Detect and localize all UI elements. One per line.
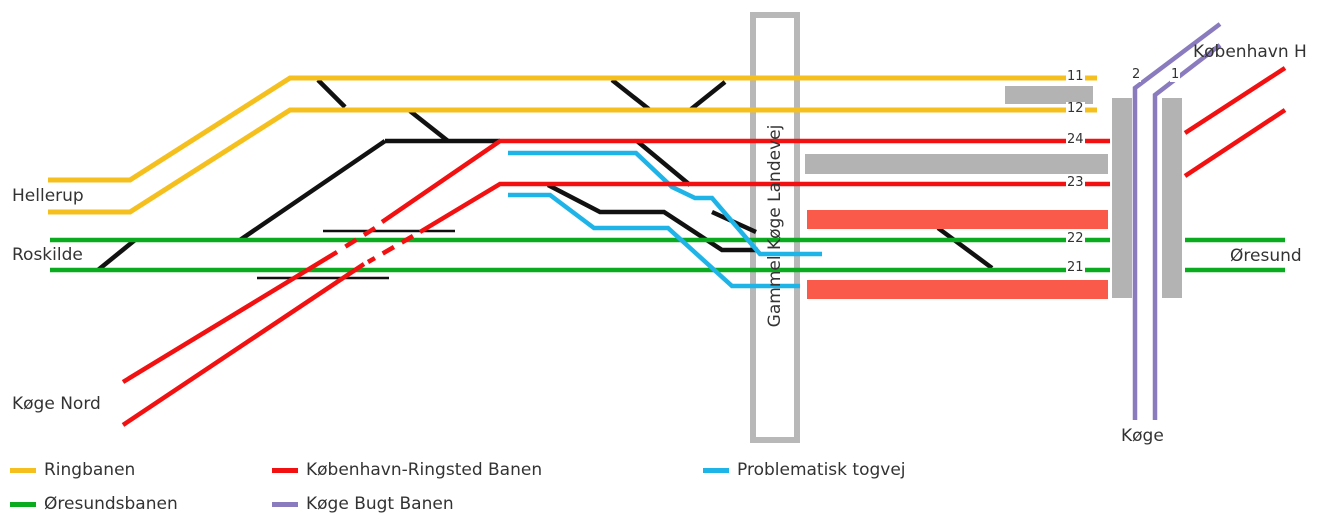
red-track [121, 250, 339, 384]
platform [805, 154, 1108, 174]
place-kobenhavn-h: København H [1193, 42, 1307, 62]
legend-label: Ringbanen [44, 460, 136, 480]
black-track [546, 183, 758, 253]
black-track [316, 78, 347, 109]
track-number-11: 11 [1066, 69, 1085, 84]
place-roskilde: Roskilde [12, 245, 83, 265]
legend-swatch [703, 467, 729, 473]
red-track [338, 226, 377, 252]
red-east-upper [1183, 66, 1287, 135]
koge-bugt-tracks [1132, 22, 1222, 420]
red-track [121, 262, 366, 427]
red-track [418, 181, 1110, 234]
black-track [635, 139, 692, 187]
legend-label: Problematisk togvej [737, 460, 906, 480]
legend-item-koge-bugt: Køge Bugt Banen [272, 494, 454, 514]
place-hellerup: Hellerup [12, 186, 84, 206]
place-koge: Køge [1121, 426, 1164, 446]
legend-swatch [272, 501, 298, 507]
red-east-lower [1183, 108, 1287, 178]
road-name: Gammel Køge Landevej [765, 124, 785, 328]
red-track [366, 234, 415, 264]
legend-swatch [10, 467, 36, 473]
legend-label: Køge Bugt Banen [306, 494, 454, 514]
track-number-22: 22 [1066, 231, 1085, 246]
place-koge-nord: Køge Nord [12, 394, 101, 414]
track-number-21: 21 [1066, 260, 1085, 275]
black-track [936, 226, 994, 270]
black-track [238, 139, 387, 242]
legend-swatch [272, 467, 298, 473]
platform [1162, 98, 1182, 298]
black-track [408, 109, 450, 143]
road-band [750, 12, 800, 443]
legend-item-kbh-ringsted: København-Ringsted Banen [272, 460, 542, 480]
platform [1005, 86, 1093, 104]
platform-new [807, 280, 1108, 299]
platforms [805, 86, 1182, 299]
red-track [380, 138, 1110, 224]
black-track [96, 238, 137, 272]
track-number-12: 12 [1066, 101, 1085, 116]
ring-track-12 [48, 107, 1097, 215]
legend-item-ringbanen: Ringbanen [10, 460, 135, 480]
ring-track-11 [48, 75, 1097, 183]
kbh-ringsted-tracks [121, 66, 1287, 427]
problem-route [508, 192, 800, 289]
legend-swatch [10, 501, 36, 507]
legend-label: Øresundsbanen [44, 494, 178, 514]
track-number-2: 2 [1131, 67, 1142, 82]
koge-bugt-track-1 [1152, 43, 1222, 420]
oresundsbanen-tracks [50, 237, 1285, 273]
black-track [688, 80, 727, 112]
legend-label: København-Ringsted Banen [306, 460, 543, 480]
track-number-1: 1 [1170, 67, 1181, 82]
koge-bugt-track-2 [1132, 22, 1222, 420]
legend-item-problematisk: Problematisk togvej [703, 460, 906, 480]
problematisk-tracks [508, 150, 822, 289]
track-number-23: 23 [1066, 175, 1085, 190]
platform [1112, 98, 1132, 298]
black-track [610, 78, 652, 112]
legend-item-oresundsbanen: Øresundsbanen [10, 494, 178, 514]
problem-route [508, 150, 822, 257]
track-number-24: 24 [1066, 132, 1085, 147]
ringbanen-tracks [48, 75, 1097, 215]
platform-new [807, 210, 1108, 229]
place-oresund: Øresund [1230, 246, 1302, 266]
